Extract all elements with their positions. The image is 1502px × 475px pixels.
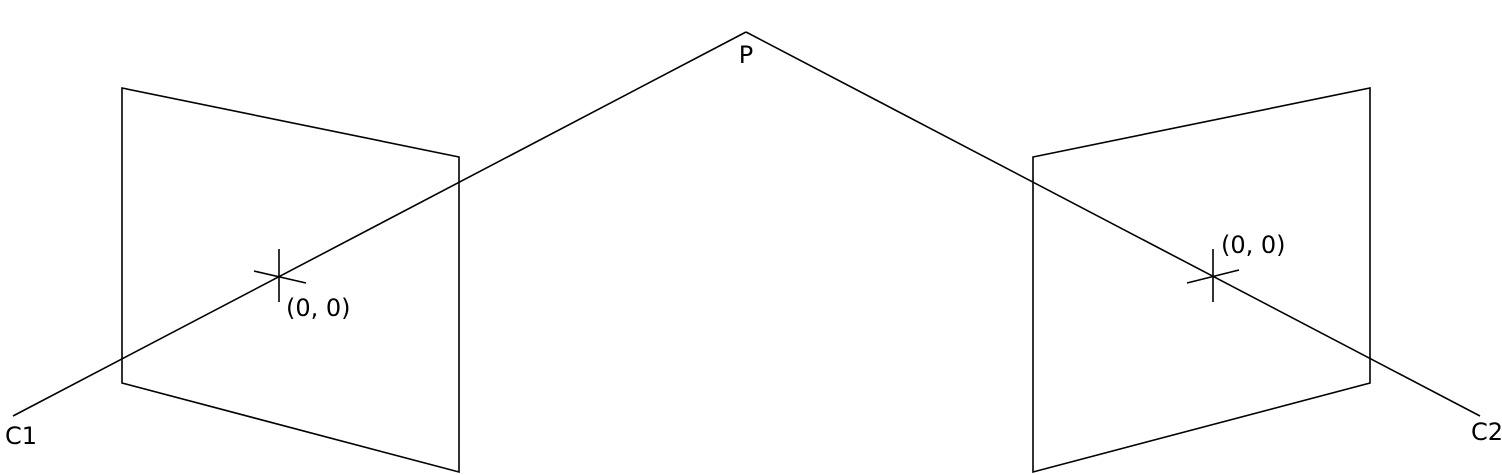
left-origin-horizontal-tick [253, 270, 307, 284]
left-image-plane [121, 87, 460, 474]
camera-c1-label: C1 [5, 422, 37, 450]
right-origin-horizontal-tick [1186, 269, 1240, 284]
point-p-label: P [739, 41, 753, 69]
ray-p-to-c2 [745, 31, 1481, 417]
camera-c2-label: C2 [1471, 418, 1502, 446]
ray-c1-to-p [12, 31, 747, 417]
left-origin-marker [253, 249, 307, 302]
left-origin-label: (0, 0) [286, 294, 351, 322]
right-origin-label: (0, 0) [1221, 231, 1286, 259]
right-origin-marker [1186, 249, 1240, 302]
right-image-plane [1032, 87, 1371, 474]
